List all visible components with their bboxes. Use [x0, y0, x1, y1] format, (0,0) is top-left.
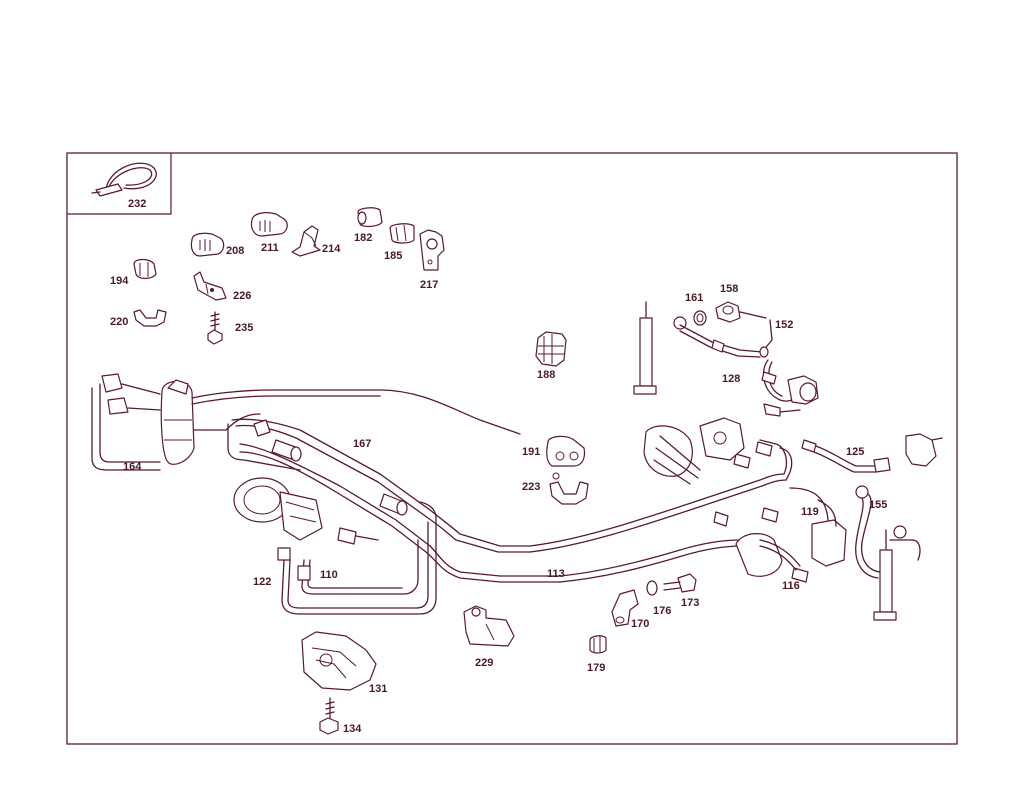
cable-tie-part [91, 162, 157, 197]
screw-134-part [319, 697, 339, 735]
label-211: 211 [261, 242, 279, 254]
valve-block-116-part [735, 487, 847, 577]
label-220: 220 [110, 316, 128, 328]
master-cylinder-part [233, 477, 379, 545]
label-208: 208 [226, 245, 244, 257]
label-173: 173 [681, 597, 699, 609]
diagram-frame [66, 152, 958, 745]
bracket-226-part [193, 271, 227, 301]
label-167: 167 [353, 438, 371, 450]
line-152-part [679, 319, 773, 358]
clamp-220-part [133, 309, 167, 327]
label-176: 176 [653, 605, 671, 617]
label-122: 122 [253, 576, 271, 588]
bracket-229-part [463, 605, 515, 647]
line-125-part [801, 439, 891, 473]
label-194: 194 [110, 275, 129, 287]
bracket-214-part [291, 225, 321, 257]
sleeve-185-part [389, 223, 415, 244]
label-235: 235 [235, 322, 253, 334]
clamp-131-part [301, 631, 377, 691]
screw-235-part [207, 311, 223, 345]
pipe-fittings [253, 419, 809, 583]
banjo-158-part [715, 301, 767, 323]
label-110: 110 [320, 569, 338, 581]
label-185: 185 [384, 250, 402, 262]
label-155: 155 [869, 499, 887, 511]
grommet-194-part [133, 258, 157, 280]
pump-body-part [643, 417, 745, 485]
label-131: 131 [369, 683, 387, 695]
label-125: 125 [846, 446, 864, 458]
clamp-223-part [549, 472, 589, 505]
sleeve-179-part [589, 635, 607, 654]
inset-box [67, 153, 172, 215]
clip-211-part [250, 212, 288, 237]
shock-left-part [633, 301, 657, 395]
label-158: 158 [720, 283, 738, 295]
sensor-128-part [761, 359, 819, 417]
clip-191-part [546, 435, 586, 467]
sleeve-182-part [357, 207, 383, 228]
accumulator-164-part [91, 373, 195, 471]
label-179: 179 [587, 662, 605, 674]
label-170: 170 [631, 618, 649, 630]
label-164: 164 [123, 461, 142, 473]
line-155-part [855, 485, 921, 579]
bolt-173-part [663, 573, 697, 593]
label-191: 191 [522, 446, 540, 458]
shock-right-part [873, 529, 897, 621]
bracket-170-part [611, 589, 639, 627]
label-128: 128 [722, 373, 740, 385]
label-182: 182 [354, 232, 372, 244]
clip-208-part [190, 232, 225, 257]
label-188: 188 [537, 369, 555, 381]
label-161: 161 [685, 292, 703, 304]
label-116: 116 [782, 580, 800, 592]
label-217: 217 [420, 279, 438, 291]
label-232: 232 [128, 198, 146, 210]
lines-110-122-part [277, 501, 437, 615]
fitting-161-part [673, 310, 707, 330]
label-152: 152 [775, 319, 793, 331]
label-113: 113 [547, 568, 565, 580]
bracket-217-part [419, 229, 445, 271]
label-226: 226 [233, 290, 251, 302]
washer-176-part [646, 580, 658, 596]
label-134: 134 [343, 723, 362, 735]
damper-188-part [535, 331, 567, 367]
label-229: 229 [475, 657, 493, 669]
clip-125-part [905, 433, 943, 467]
label-119: 119 [801, 506, 819, 518]
label-223: 223 [522, 481, 540, 493]
label-214: 214 [322, 243, 341, 255]
